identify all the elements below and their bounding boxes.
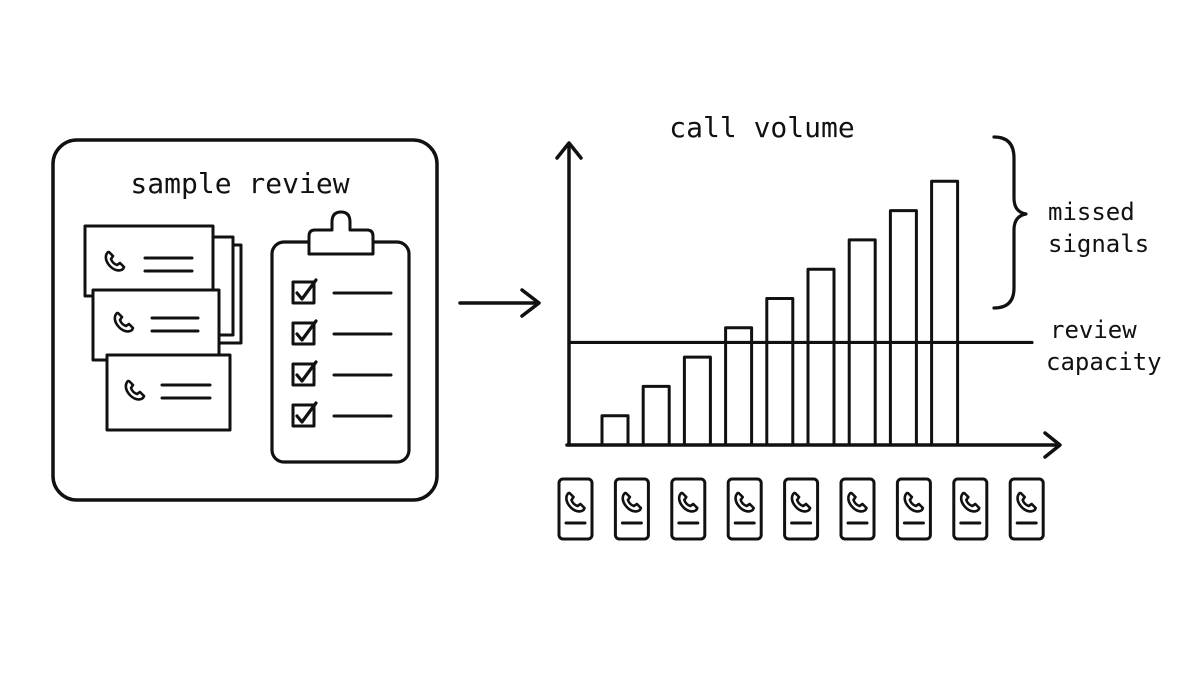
tile-frame [1008,477,1045,541]
bar [806,267,836,447]
call-volume-chart: call volume missed signals review capaci… [555,111,1162,541]
phone-tile [670,477,707,541]
tile-frame [557,477,594,541]
checklist-row [291,401,393,428]
missed-signals-label-line2: signals [1048,230,1149,258]
bar [682,355,712,447]
checklist-row [291,278,393,305]
phone-icon [959,491,981,513]
checklist [291,278,393,428]
phone-icon [847,491,868,513]
bar [600,414,630,447]
checkbox-icon [291,321,316,346]
checkbox-icon [291,280,316,305]
tile-frame [670,477,707,541]
phone-tile [557,477,594,541]
tile-frame [952,477,989,541]
tile-frame [613,477,650,541]
phone-tile [1008,477,1045,541]
phone-icon [565,491,586,513]
x-axis-arrowhead [1043,431,1062,459]
phone-icon [677,491,699,513]
phone-icon [790,491,812,513]
call-card-stack [83,224,243,432]
call-icons-row [557,477,1045,541]
checkmark-icon [295,319,318,342]
phone-icon [1016,491,1037,513]
checkbox-icon [291,362,316,387]
review-capacity-label-line1: review [1050,316,1137,344]
phone-icon [903,491,925,513]
clipboard-checklist [270,210,411,464]
flow-arrow [458,288,541,318]
tile-frame [895,477,932,541]
phone-tile [783,477,820,541]
phone-tile [952,477,989,541]
bar-series [600,179,960,447]
panel-frame [51,138,439,502]
checkbox-icon [291,403,316,428]
phone-tile [726,477,763,541]
phone-tile [895,477,932,541]
bar [930,179,960,447]
checkmark-icon [295,401,318,424]
checkmark-icon [295,360,318,383]
call-card-front [105,353,232,432]
call-card-middle [91,288,221,362]
chart-title: call volume [669,111,854,144]
bar [765,297,795,447]
phone-icon [734,491,756,513]
tile-frame [839,477,876,541]
tile-frame [783,477,820,541]
phone-icon [621,491,643,513]
missed-signals-label-line1: missed [1048,198,1135,226]
checkmark-icon [295,278,318,301]
y-axis-arrowhead [555,141,583,160]
checklist-row [291,319,393,346]
bar [641,384,671,447]
clipboard-clip [307,210,375,256]
checklist-row [291,360,393,387]
bar [888,209,918,447]
clipboard-board [270,240,411,464]
phone-tile [839,477,876,541]
phone-tile [613,477,650,541]
tile-frame [726,477,763,541]
bar [724,326,754,447]
sample-review-panel: sample review [51,138,439,502]
review-capacity-label-line2: capacity [1046,348,1162,376]
panel-title: sample review [130,167,349,200]
missed-signals-brace [992,135,1028,310]
